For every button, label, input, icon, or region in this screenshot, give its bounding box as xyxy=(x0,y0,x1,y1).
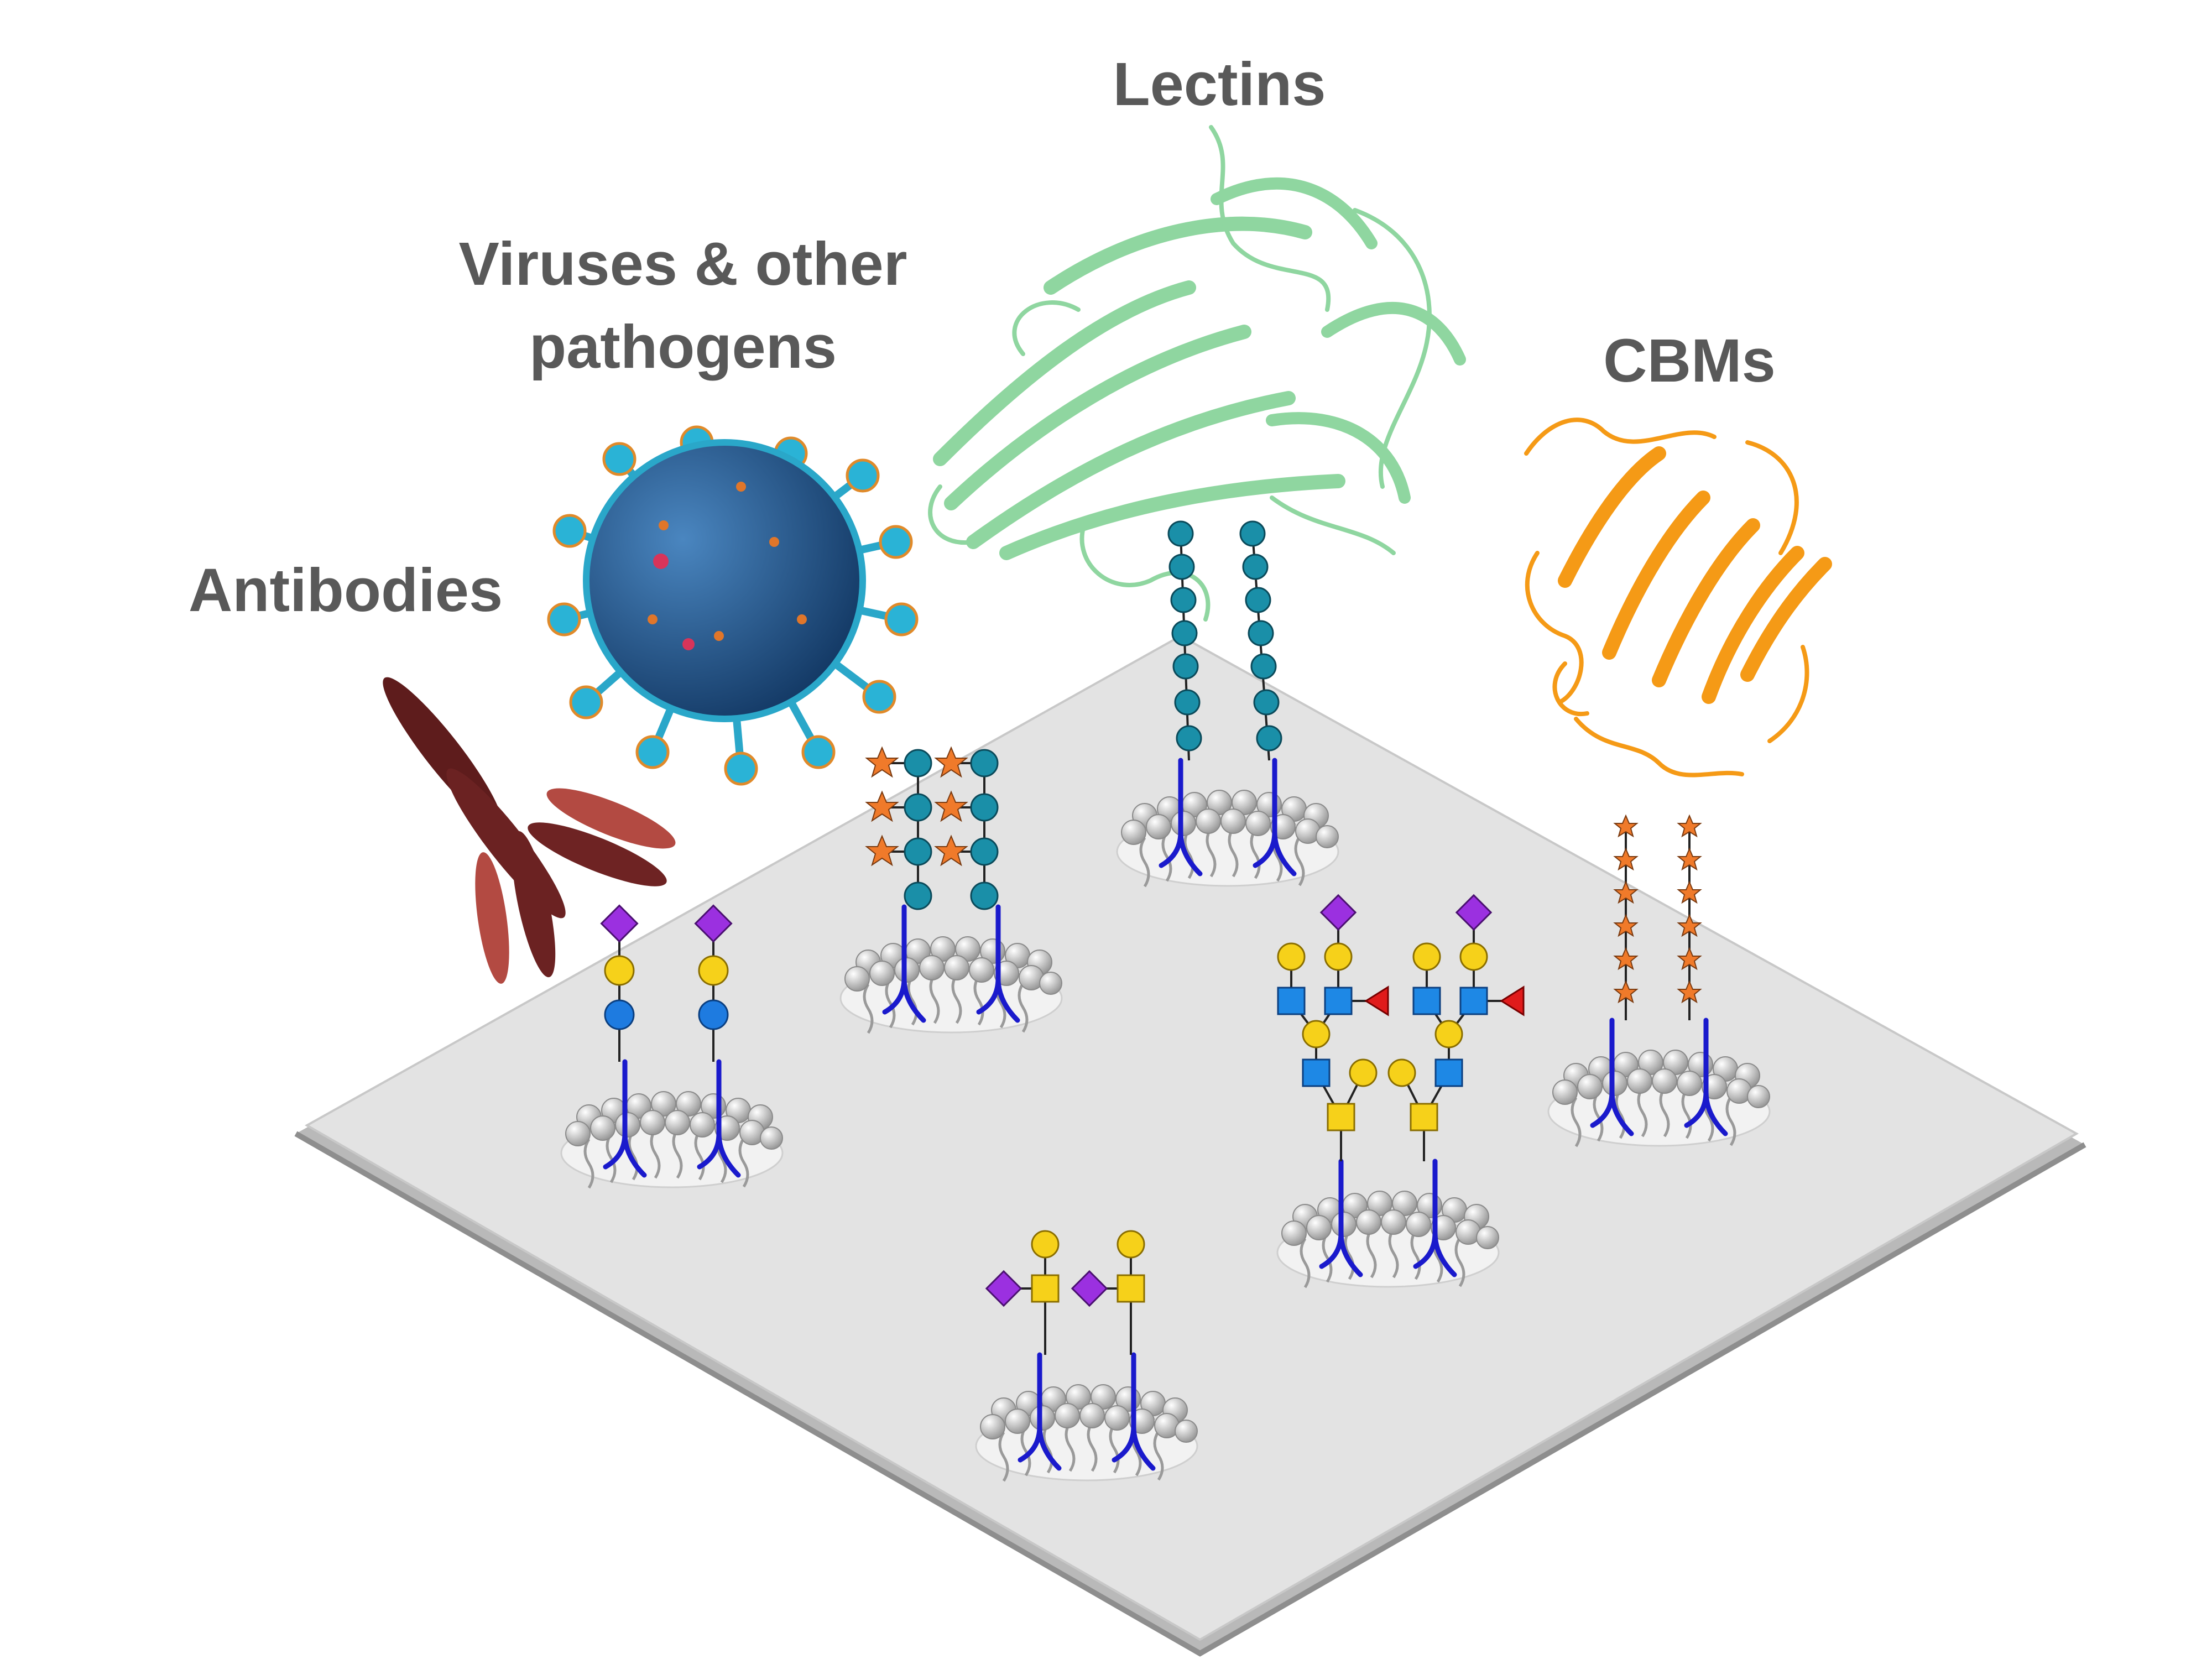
sialic-acid-icon xyxy=(985,1270,1108,1307)
glycan-spot-star-chains xyxy=(1548,815,1770,1146)
sialic-acid-icon xyxy=(600,904,733,943)
antibodies-label: Antibodies xyxy=(189,556,503,624)
viruses-label-line1: Viruses & other xyxy=(458,230,907,298)
glycan-spot-sialylated xyxy=(561,904,782,1188)
glcnac-icon xyxy=(1327,1103,1438,1131)
viruses-label-line2: pathogens xyxy=(529,313,837,381)
lectins-label: Lectins xyxy=(1113,50,1326,118)
glucose-icon xyxy=(604,999,729,1030)
sialic-acid-icon xyxy=(1319,894,1493,931)
glycan-spot-branched-teal xyxy=(841,747,1062,1033)
glcnac-icon xyxy=(1277,987,1488,1087)
glycan-spot-o-glycan xyxy=(976,1230,1197,1481)
teal-residue-icon xyxy=(1167,520,1282,752)
green-ribbon-protein-icon xyxy=(928,125,1466,622)
antibody-y-shape-icon xyxy=(383,677,676,984)
cbms-label: CBMs xyxy=(1603,327,1776,395)
galactose-icon xyxy=(1277,942,1488,1087)
galactose-icon xyxy=(604,955,729,986)
orange-ribbon-protein-icon xyxy=(1524,418,1832,778)
virus-particle-icon xyxy=(547,425,919,786)
teal-residue-icon xyxy=(904,749,999,910)
galactose-icon xyxy=(1031,1230,1145,1259)
glass-slide xyxy=(294,634,2086,1657)
fucose-icon xyxy=(1364,985,1525,1016)
glycan-spot-complex-n-glycan xyxy=(1277,894,1525,1287)
glycan-spot-teal-chains xyxy=(1117,520,1338,886)
galnac-icon xyxy=(1031,1274,1145,1303)
